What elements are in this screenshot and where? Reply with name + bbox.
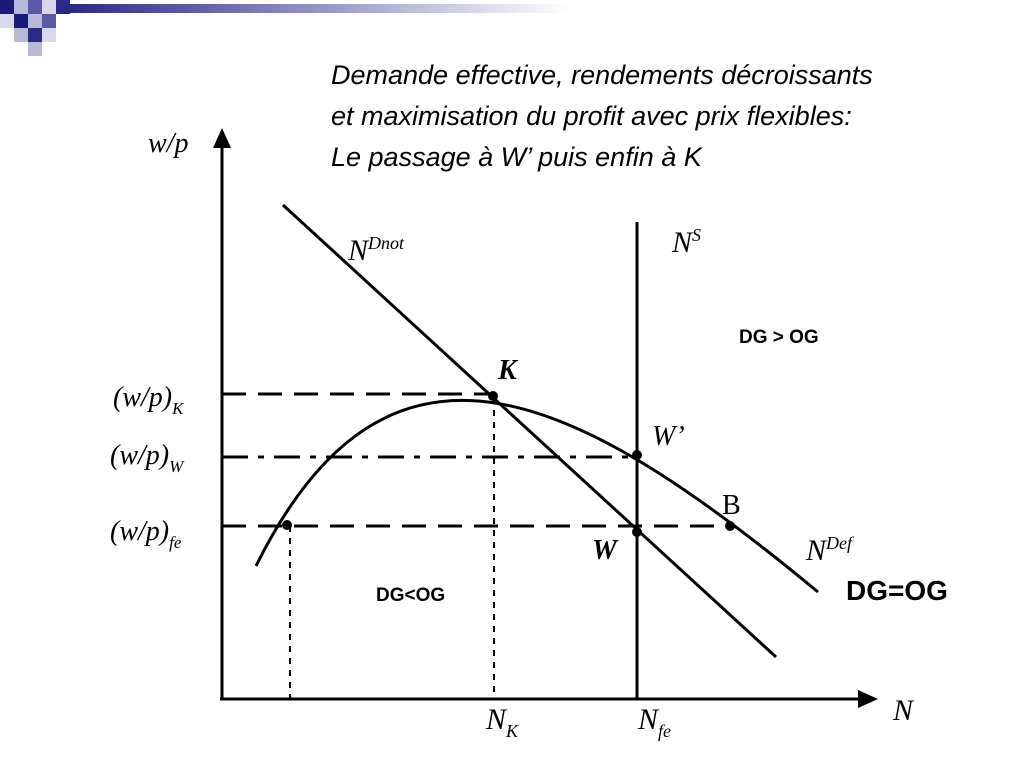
label-n-dnot: NDnot xyxy=(347,233,405,267)
slide-title: Demande effective, rendements décroissan… xyxy=(331,55,1021,178)
deco-square xyxy=(0,0,14,14)
deco-square xyxy=(14,0,28,14)
label-n-s: NS xyxy=(671,225,701,259)
label-point-w: W xyxy=(592,535,619,566)
slide-decoration xyxy=(0,0,570,56)
tick-wp-fe: (w/p)fe xyxy=(110,516,182,552)
region-dg-gt-og: DG > OG xyxy=(739,327,819,348)
deco-square xyxy=(28,0,42,14)
deco-square xyxy=(42,0,56,14)
tick-wp-k: (w/p)K xyxy=(113,382,185,418)
deco-square xyxy=(56,0,70,14)
deco-square xyxy=(28,42,42,56)
n-def-curve xyxy=(254,399,819,594)
deco-square xyxy=(28,28,42,42)
deco-square xyxy=(14,28,28,42)
label-n-def: NDef xyxy=(805,533,855,567)
x-axis-label: N xyxy=(892,694,915,727)
deco-square xyxy=(0,14,14,28)
axes xyxy=(220,142,866,701)
label-point-w-prime: W’ xyxy=(652,421,685,452)
curves xyxy=(254,203,819,700)
region-dg-lt-og: DG<OG xyxy=(376,585,445,606)
title-line: Le passage à W’ puis enfin à K xyxy=(331,142,702,172)
label-point-b: B xyxy=(722,490,741,521)
title-line: et maximisation du profit avec prix flex… xyxy=(331,101,852,131)
deco-square xyxy=(14,14,28,28)
deco-square xyxy=(28,14,42,28)
guide-lines xyxy=(222,392,730,699)
point-k xyxy=(488,391,498,401)
tick-wp-w: (w/p)W xyxy=(110,440,185,476)
y-axis-arrowhead xyxy=(213,128,231,148)
y-axis-label: w/p xyxy=(148,128,188,159)
deco-square xyxy=(42,28,56,42)
tick-n-k: NK xyxy=(485,703,519,741)
points xyxy=(282,391,735,537)
deco-square xyxy=(42,14,56,28)
x-axis-arrowhead xyxy=(858,690,878,708)
region-dg-eq-og: DG=OG xyxy=(846,575,948,606)
point-w xyxy=(632,527,642,537)
n-dnot-line xyxy=(281,203,778,659)
point-w-prime xyxy=(632,450,642,460)
point-b xyxy=(725,521,735,531)
header-gradient-bar xyxy=(70,4,570,13)
label-point-k: K xyxy=(497,355,519,386)
point-fe-left xyxy=(282,520,292,530)
tick-n-fe: Nfe xyxy=(637,703,671,741)
title-line: Demande effective, rendements décroissan… xyxy=(331,60,873,90)
